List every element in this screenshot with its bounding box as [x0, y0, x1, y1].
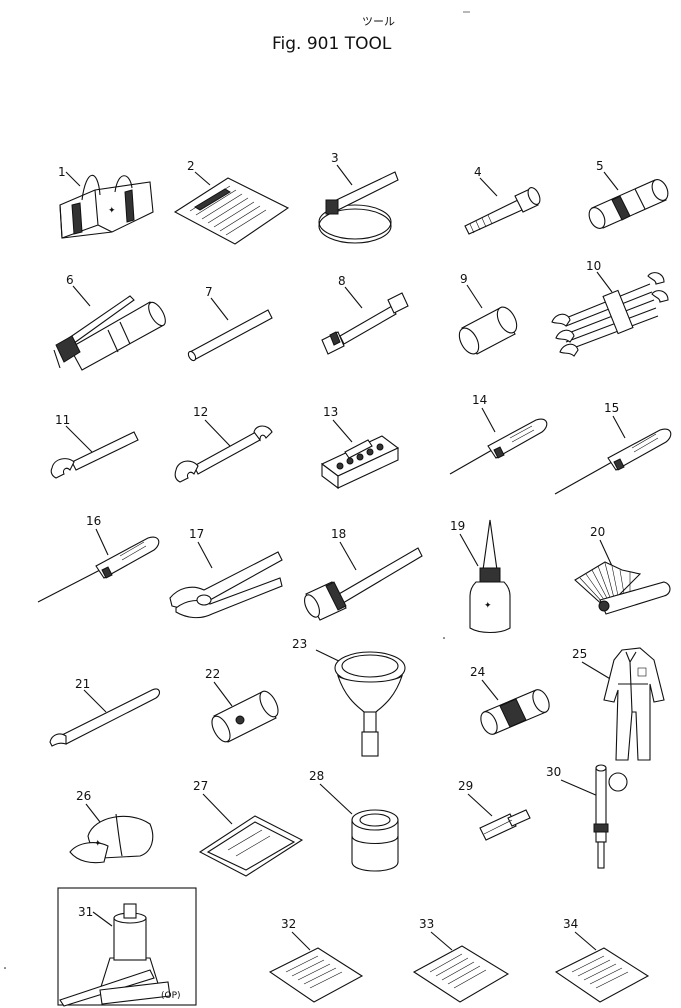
part-28-paint-can: 28: [309, 769, 399, 872]
part-9-socket: 9: [458, 272, 518, 355]
part-number-16: 16: [86, 514, 101, 528]
part-11-wrench: 11: [50, 413, 139, 479]
part-15-screwdriver: 15: [554, 401, 672, 495]
part-number-26: 26: [76, 789, 91, 803]
part-number-8: 8: [338, 274, 346, 288]
part-number-4: 4: [474, 165, 482, 179]
part-14-screwdriver: 14: [449, 393, 548, 475]
part-number-28: 28: [309, 769, 324, 783]
title-kana: ツール: [362, 15, 395, 28]
scan-speck: [4, 967, 6, 969]
part-26-cap: 26 ✦: [69, 789, 154, 864]
part-number-6: 6: [66, 273, 74, 287]
part-30-jack-handle: 30: [546, 764, 628, 869]
part-number-3: 3: [331, 151, 339, 165]
part-32-document: 32: [268, 917, 364, 1003]
scan-speck: [443, 637, 445, 639]
part-number-22: 22: [205, 667, 220, 681]
bag-logo: ✦: [108, 206, 116, 216]
part-3-filter-wrench: 3: [318, 151, 399, 244]
part-number-33: 33: [419, 917, 434, 931]
part-2-manual: 2: [173, 159, 290, 245]
part-6-grease-gun: 6: [53, 273, 166, 371]
page-title: Fig. 901 TOOL: [272, 34, 392, 54]
part-number-2: 2: [187, 159, 195, 173]
part-25-coverall: 25: [572, 647, 665, 761]
part-number-5: 5: [596, 159, 604, 173]
part-number-12: 12: [193, 405, 208, 419]
part-29-scraper: 29: [458, 779, 531, 841]
part-4-bolt: 4: [464, 165, 541, 235]
part-number-24: 24: [470, 665, 485, 679]
optional-box: [57, 887, 197, 1006]
optional-note: (OP): [161, 991, 181, 1001]
part-number-23: 23: [292, 637, 307, 651]
part-1-tool-bag: 1 ✦: [58, 165, 154, 239]
part-33-document: 33: [412, 917, 510, 1003]
part-12-wrench: 12: [174, 405, 273, 483]
part-number-14: 14: [472, 393, 487, 407]
part-number-17: 17: [189, 527, 204, 541]
part-5-socket: 5: [588, 159, 669, 229]
part-number-15: 15: [604, 401, 619, 415]
part-34-document: 34: [554, 917, 650, 1003]
part-19-oil-can: 19 ✦: [450, 519, 511, 634]
part-number-9: 9: [460, 272, 468, 286]
cap-logo: ✦: [94, 839, 102, 849]
part-number-31: 31: [78, 905, 93, 919]
part-number-29: 29: [458, 779, 473, 793]
part-number-34: 34: [563, 917, 578, 931]
part-20-feeler-gauge: 20: [574, 525, 671, 615]
part-number-21: 21: [75, 677, 90, 691]
part-number-13: 13: [323, 405, 338, 419]
part-number-30: 30: [546, 765, 561, 779]
part-24-socket: 24: [470, 665, 550, 735]
part-number-25: 25: [572, 647, 587, 661]
part-number-18: 18: [331, 527, 346, 541]
part-21-pry-bar: 21: [49, 677, 161, 747]
part-16-screwdriver: 16: [37, 514, 160, 603]
part-number-7: 7: [205, 285, 213, 299]
part-7-bar: 7: [187, 285, 273, 362]
part-number-1: 1: [58, 165, 66, 179]
part-number-27: 27: [193, 779, 208, 793]
part-10-wrench-set: 10: [551, 259, 669, 357]
part-number-11: 11: [55, 413, 70, 427]
part-31-bottle-jack-panel: 31 (OP): [57, 887, 197, 1007]
part-number-32: 32: [281, 917, 296, 931]
part-number-19: 19: [450, 519, 465, 533]
part-27-mat: 27: [193, 779, 304, 877]
part-number-10: 10: [586, 259, 601, 273]
part-22-box-wrench: 22: [205, 667, 279, 743]
part-number-20: 20: [590, 525, 605, 539]
part-8-extension-bar: 8: [321, 274, 409, 355]
part-18-hammer: 18: [304, 527, 423, 621]
part-17-pliers: 17: [169, 527, 283, 619]
part-13-socket-box: 13: [320, 405, 400, 490]
oil-can-logo: ✦: [484, 601, 492, 611]
part-23-funnel: 23: [292, 637, 406, 757]
